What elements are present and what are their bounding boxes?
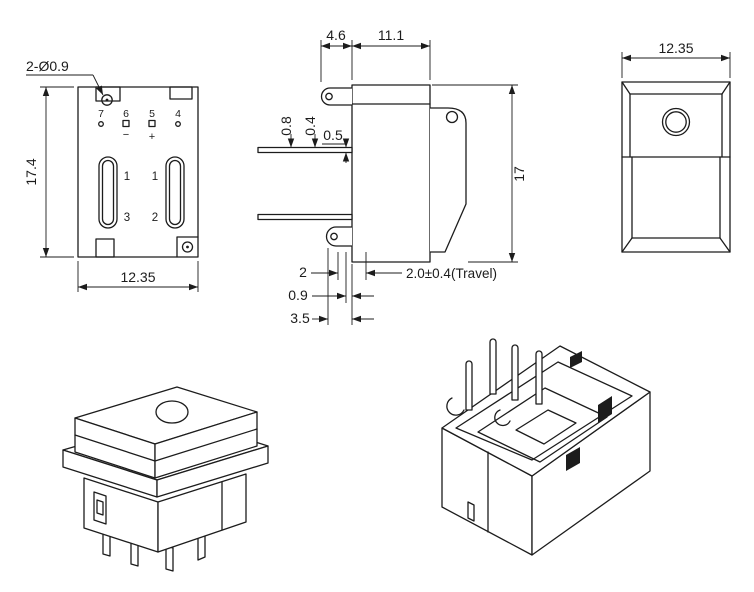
iso2-rim-inner [455,361,633,461]
front-mount-hole-bottom-center [186,245,189,249]
dim-bottom-2: 2 [299,264,307,280]
slot-label-2: 2 [152,212,158,224]
dim-pin-0-8: 0.8 [278,116,294,136]
front-bottom-right-boss [176,236,199,258]
side-bracket-detail [445,110,459,124]
end-view: 12.35 [621,40,731,253]
iso-pin [165,545,174,572]
dim-travel: 2.0±0.4(Travel) [406,266,497,281]
iso2-slot [598,396,612,423]
front-view: 7 6 − 5 + 4 1 1 3 2 2-Ø0.9 17.4 [23,58,199,292]
iso2-terminal-pin [511,344,519,401]
front-top-right-notch [169,86,193,100]
iso-flange-right-face [156,445,269,498]
iso2-contact-hook [494,409,511,427]
minus-symbol: − [123,129,129,141]
terminal-5-mark-icon [148,119,156,128]
dim-side-height: 17 [511,166,527,182]
side-plunger-tip [325,92,333,101]
iso2-terminal-pin [489,338,497,395]
dim-side-4-6: 4.6 [326,27,346,43]
side-pin-upper [257,146,353,154]
iso-housing-latch-inner [96,499,104,516]
iso2-terminal-pin [465,360,473,411]
terminal-7-mark-icon [98,121,104,127]
front-slot-left-outer [98,156,118,229]
side-peg-tip [330,232,338,241]
dim-pin-0-5: 0.5 [323,127,343,143]
front-mount-hole-top-center [105,98,109,102]
dim-bottom-3-5: 3.5 [290,310,310,326]
iso-housing-latch [93,491,107,525]
front-mount-hole-bottom [181,241,194,253]
iso2-foot-pin [467,501,475,522]
front-slot-left-inner [101,159,115,226]
side-view: 4.6 11.1 0.8 0.4 0.5 17 2 2.0±0.4(Travel… [257,27,527,326]
dim-bottom-0-9: 0.9 [288,287,308,303]
iso2-contact-hook [446,397,465,416]
iso-button [155,400,189,424]
terminal-number-6: 6 [123,108,129,120]
iso2-terminal-pin [535,350,543,405]
terminal-6-mark-icon [122,119,130,128]
iso-housing-right-face [157,473,247,553]
dim-front-height: 17.4 [23,158,39,185]
plus-symbol: + [149,131,155,143]
dim-pin-0-4: 0.4 [302,116,318,136]
iso-open-housing-view [441,338,651,556]
terminal-4-mark-icon [175,121,181,127]
side-bracket [430,107,467,253]
end-body-outline [621,81,731,253]
side-plunger [320,87,352,106]
iso2-slot [566,447,580,471]
front-top-left-boss [95,86,121,102]
front-slot-right-inner [168,159,182,226]
iso2-inner-block [515,409,577,445]
front-bottom-left-tab [95,238,115,258]
side-mount-peg [325,226,352,247]
slot-label-1b: 1 [152,171,158,183]
terminal-number-5: 5 [149,108,155,120]
end-button-inner [665,111,687,133]
iso2-slot [570,351,582,368]
terminal-number-4: 4 [175,108,181,120]
front-slot-right-outer [165,156,185,229]
side-pin-lower [257,213,353,221]
front-mount-hole-top [101,94,113,106]
dim-end-width: 12.35 [658,40,693,56]
slot-label-1a: 1 [124,171,130,183]
slot-label-3: 3 [124,212,130,224]
dim-hole-callout: 2-Ø0.9 [26,58,69,74]
terminal-number-7: 7 [98,108,104,120]
iso-assembled-view [62,386,269,572]
side-body-outline [351,84,431,263]
end-button-outer [661,107,691,137]
dim-side-11-1: 11.1 [378,27,404,43]
dim-front-width: 12.35 [120,269,155,285]
front-body-outline [77,86,199,258]
